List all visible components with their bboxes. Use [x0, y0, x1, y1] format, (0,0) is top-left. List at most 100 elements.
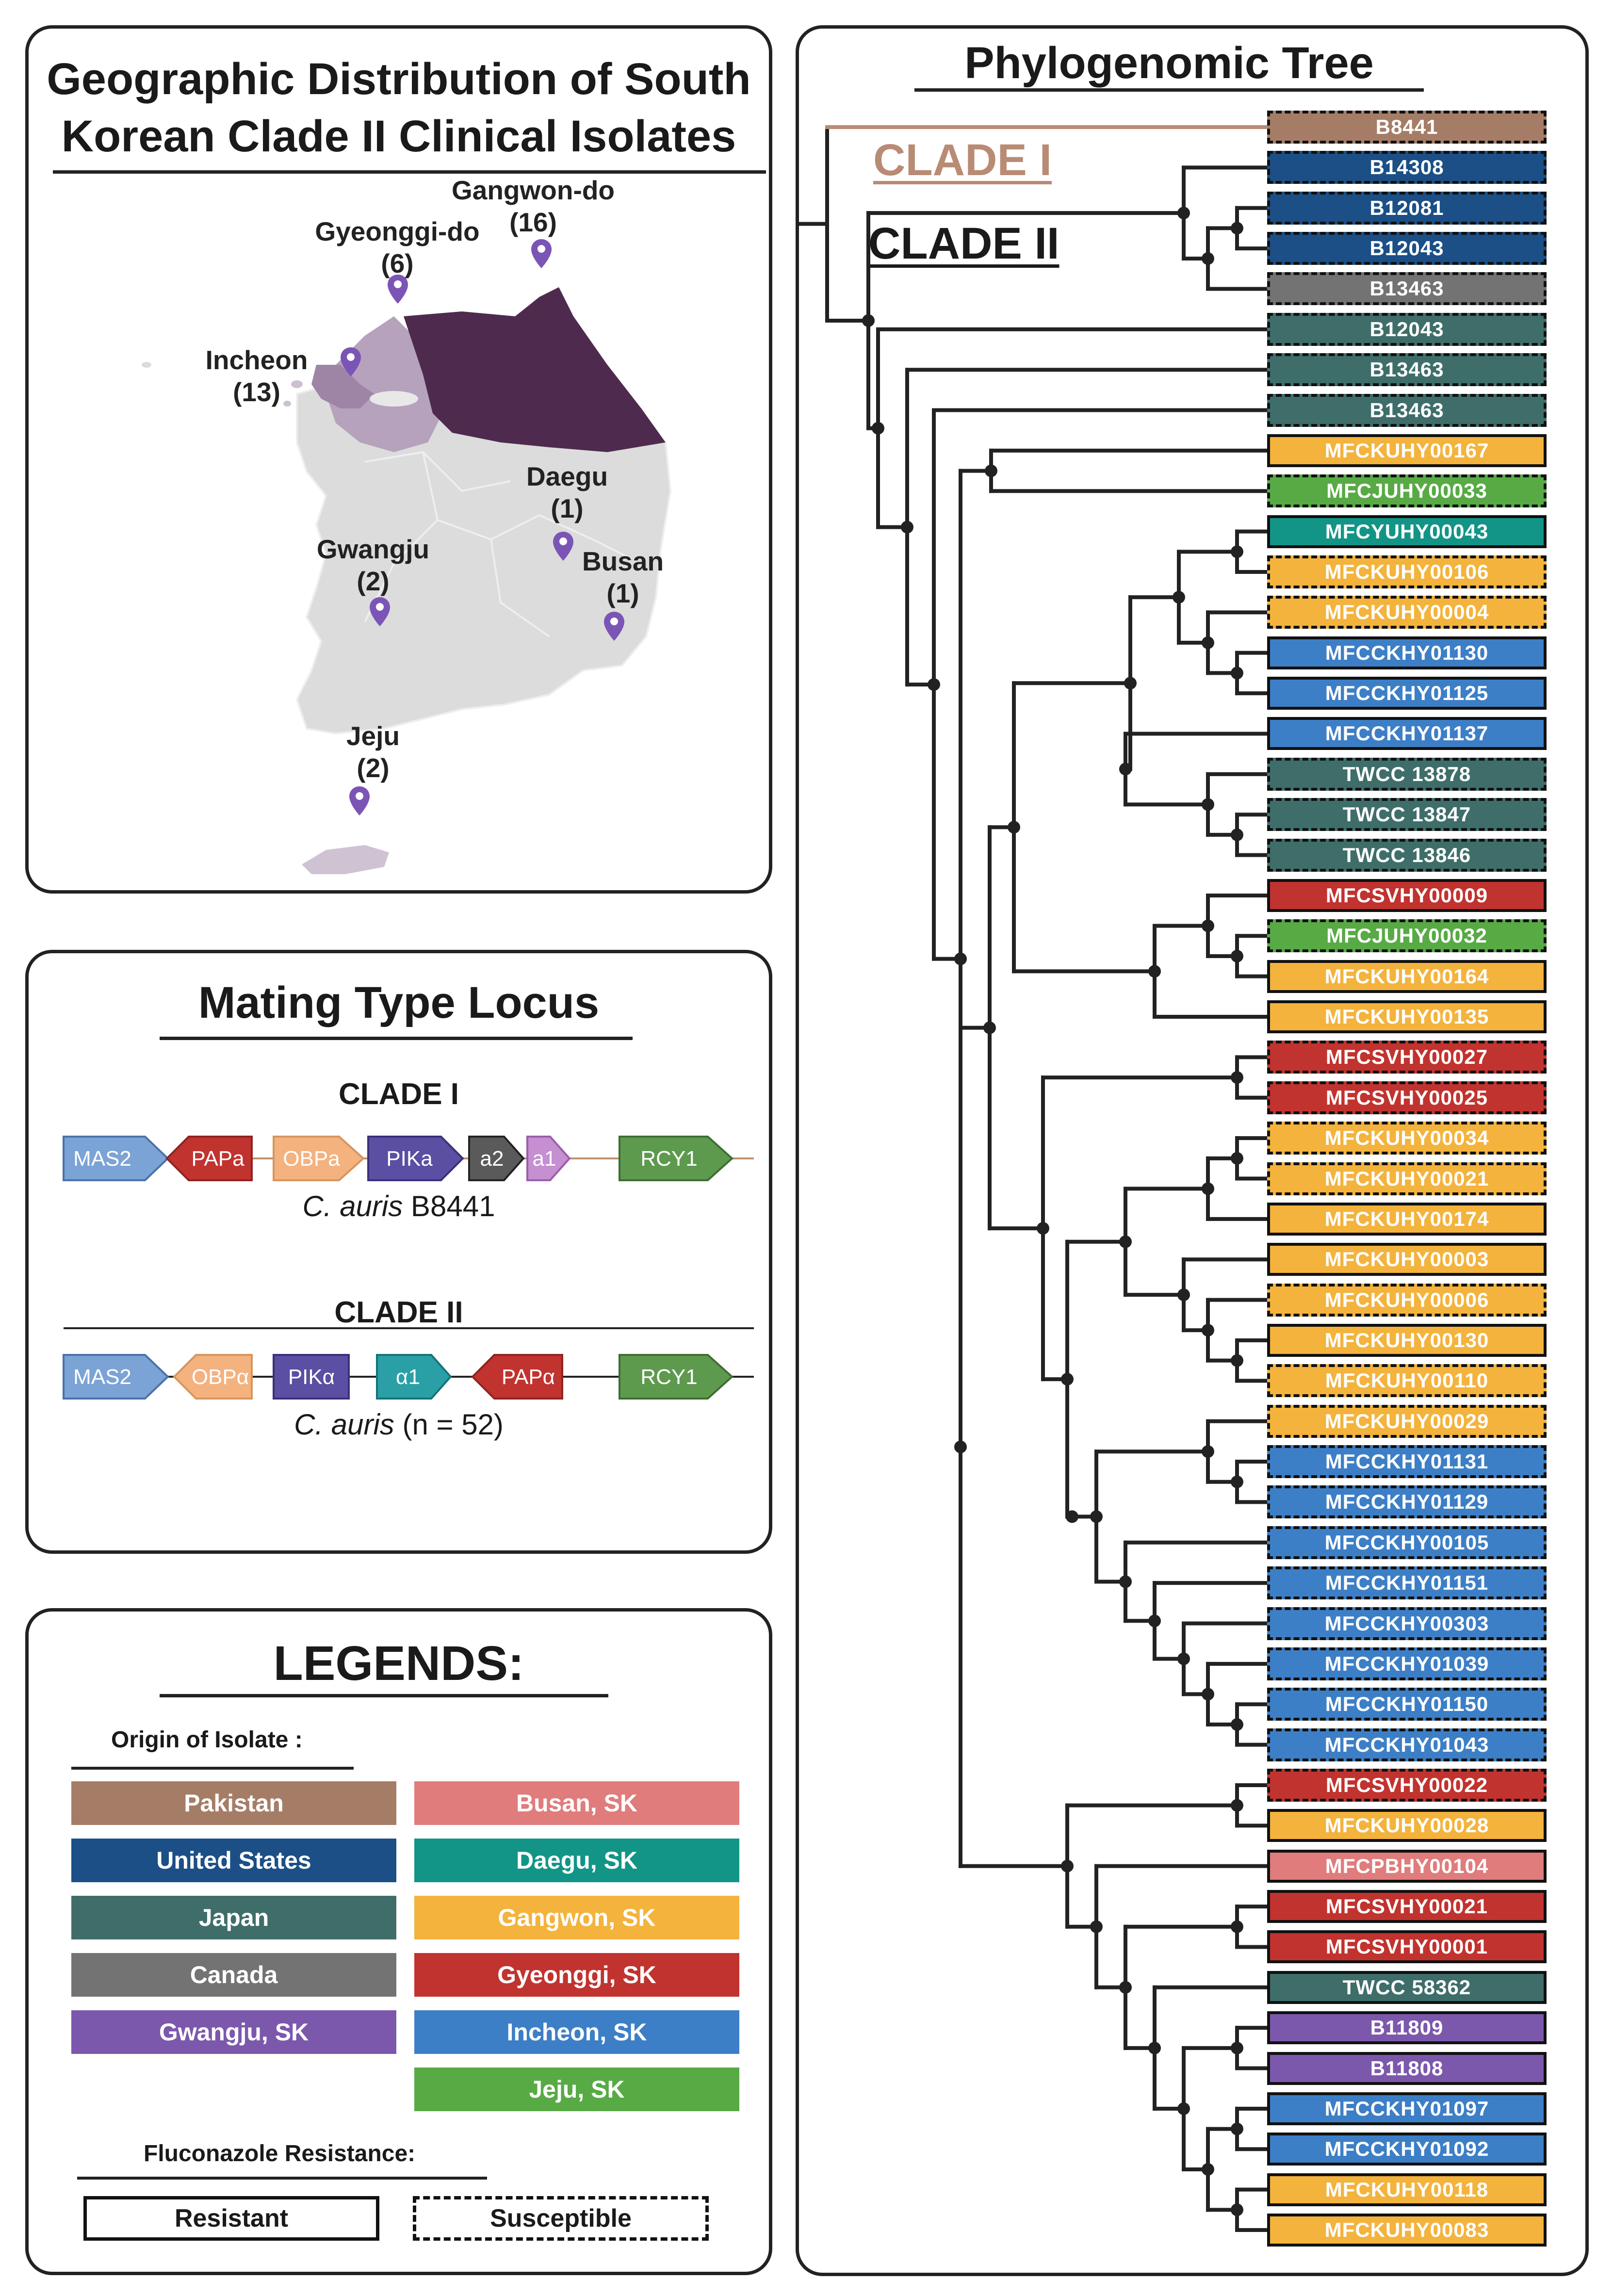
tree-leaf: B8441	[1267, 111, 1547, 144]
gene-obpa	[273, 1136, 365, 1181]
gene-mas2	[63, 1136, 169, 1181]
tree-leaf: MFCJUHY00033	[1267, 474, 1547, 508]
gyeonggi-label: Gyeonggi-do (6)	[305, 215, 489, 279]
clade1-strain: B8441	[403, 1190, 495, 1222]
gene-label-alpha1: α1	[396, 1365, 420, 1389]
tree-leaf: MFCCKHY01131	[1267, 1445, 1547, 1479]
tree-leaf: MFCCKHY01129	[1267, 1485, 1547, 1519]
legend-title-underline	[160, 1694, 608, 1697]
tree-leaf: MFCKUHY00083	[1267, 2214, 1547, 2247]
jeju-pin-icon	[349, 786, 370, 815]
resistance-heading-underline	[77, 2177, 487, 2180]
tree-leaf: MFCYUHY00043	[1267, 515, 1547, 548]
gene-obp-alpha	[173, 1354, 253, 1400]
mating-panel: Mating Type Locus CLADE I CLADE II MAS2 …	[25, 950, 772, 1554]
clade2-locus-label: CLADE II	[334, 1296, 463, 1329]
gene-label-obp-alpha: OBPα	[192, 1365, 249, 1389]
busan-pin-icon	[604, 612, 624, 641]
tree-leaf: B12043	[1267, 232, 1547, 265]
tree-leaf: MFCKUHY00167	[1267, 434, 1547, 467]
tree-leaf: MFCCKHY01151	[1267, 1566, 1547, 1600]
mating-locus-diagram-2: MAS2 OBPα PIKα α1 PAPα RCY1	[63, 1354, 754, 1400]
resistant-legend-box: Resistant	[83, 2196, 379, 2241]
clade2-strain: (n = 52)	[394, 1408, 504, 1441]
jeju-count: (2)	[357, 753, 390, 783]
map-title-line2: Korean Clade II Clinical Isolates	[61, 112, 736, 161]
mating-title: Mating Type Locus	[198, 978, 600, 1027]
tree-leaf: MFCCKHY01092	[1267, 2133, 1547, 2166]
incheon-pin-icon	[341, 347, 361, 376]
tree-leaf: MFCJUHY00032	[1267, 919, 1547, 953]
gene-label-mas2: MAS2	[73, 1147, 131, 1171]
tree-leaf: MFCCKHY01130	[1267, 636, 1547, 669]
clade1-genes: MAS2 PAPa OBPa PIKa a2 a1 RCY1	[63, 1136, 733, 1181]
gene-pap-alpha	[471, 1354, 563, 1400]
tree-leaf: MFCSVHY00025	[1267, 1081, 1547, 1114]
clade1-species: C. auris	[302, 1190, 403, 1222]
map-region-incheon	[311, 365, 375, 408]
legend-origin-gyeonggi-sk: Gyeonggi, SK	[414, 1953, 739, 1997]
gene-a2	[468, 1136, 525, 1181]
tree-leaf: MFCKUHY00034	[1267, 1122, 1547, 1155]
gene-rcy1-c2	[619, 1354, 733, 1400]
gene-papa	[165, 1136, 253, 1181]
gene-a1	[526, 1136, 571, 1181]
tree-leaf: MFCKUHY00135	[1267, 1000, 1547, 1034]
tree-leaf: MFCCKHY01137	[1267, 717, 1547, 750]
gene-pika	[367, 1136, 464, 1181]
tree-leaf: MFCKUHY00004	[1267, 596, 1547, 629]
legend-origin-incheon-sk: Incheon, SK	[414, 2010, 739, 2054]
gene-alpha1	[376, 1354, 452, 1400]
tree-leaf: B13463	[1267, 272, 1547, 306]
tree-leaf: B11809	[1267, 2011, 1547, 2045]
legend-origin-gwangju-sk: Gwangju, SK	[71, 2010, 396, 2054]
gene-rcy1	[619, 1136, 733, 1181]
gangwon-label: Gangwon-do (16)	[441, 174, 625, 238]
busan-label: Busan (1)	[550, 545, 696, 609]
tree-leaf: MFCKUHY00021	[1267, 1162, 1547, 1195]
resistance-heading: Fluconazole Resistance:	[144, 2141, 416, 2166]
legend-origin-daegu-sk: Daegu, SK	[414, 1839, 739, 1882]
gyeonggi-pin-icon	[388, 275, 408, 304]
incheon-label: Incheon (13)	[184, 344, 329, 408]
tree-leaf: MFCKUHY00110	[1267, 1364, 1547, 1398]
gangwon-count: (16)	[509, 207, 557, 237]
daegu-name: Daegu	[526, 461, 608, 491]
busan-count: (1)	[606, 578, 639, 608]
legend-title: LEGENDS:	[273, 1636, 524, 1691]
legend-origin-united-states: United States	[71, 1839, 396, 1882]
tree-leaf: B13463	[1267, 353, 1547, 387]
tree-leaf: B12043	[1267, 312, 1547, 346]
gene-label-mas2-c2: MAS2	[73, 1365, 131, 1389]
tree-leaf: MFCCKHY01097	[1267, 2092, 1547, 2125]
tree-leaf: MFCKUHY00106	[1267, 555, 1547, 589]
tree-leaf: MFCKUHY00003	[1267, 1243, 1547, 1276]
legend-origin-canada: Canada	[71, 1953, 396, 1997]
gene-label-a1: a1	[533, 1147, 556, 1171]
origin-heading: Origin of Isolate :	[111, 1727, 303, 1753]
clade1-species-caption: C. auris B8441	[29, 1189, 769, 1223]
gwangju-label: Gwangju (2)	[300, 533, 446, 597]
gwangju-name: Gwangju	[316, 534, 430, 564]
tree-leaf: MFCKUHY00130	[1267, 1323, 1547, 1357]
gene-label-pika: PIKa	[386, 1147, 433, 1171]
tree-title-underline	[914, 88, 1424, 92]
tree-leaf: MFCSVHY00027	[1267, 1041, 1547, 1074]
gene-label-a2: a2	[480, 1147, 504, 1171]
gene-label-pap-alpha: PAPα	[502, 1365, 555, 1389]
tree-leaf: MFCCKHY01150	[1267, 1688, 1547, 1721]
tree-leaf: MFCSVHY00021	[1267, 1890, 1547, 1923]
tree-leaf: TWCC 13878	[1267, 757, 1547, 791]
tree-leaf: TWCC 58362	[1267, 1970, 1547, 2004]
daegu-pin-icon	[553, 532, 573, 561]
legend-origin-japan: Japan	[71, 1896, 396, 1939]
clade1-label: CLADE I	[873, 135, 1052, 185]
tree-title: Phylogenomic Tree	[964, 38, 1374, 88]
gene-mas2-c2	[63, 1354, 169, 1400]
tree-leaf: B11808	[1267, 2052, 1547, 2085]
gene-label-rcy1-c2: RCY1	[640, 1365, 697, 1389]
tree-leaf: MFCPBHY00104	[1267, 1849, 1547, 1883]
legend-origin-gangwon-sk: Gangwon, SK	[414, 1896, 739, 1939]
origin-heading-underline	[71, 1767, 354, 1770]
